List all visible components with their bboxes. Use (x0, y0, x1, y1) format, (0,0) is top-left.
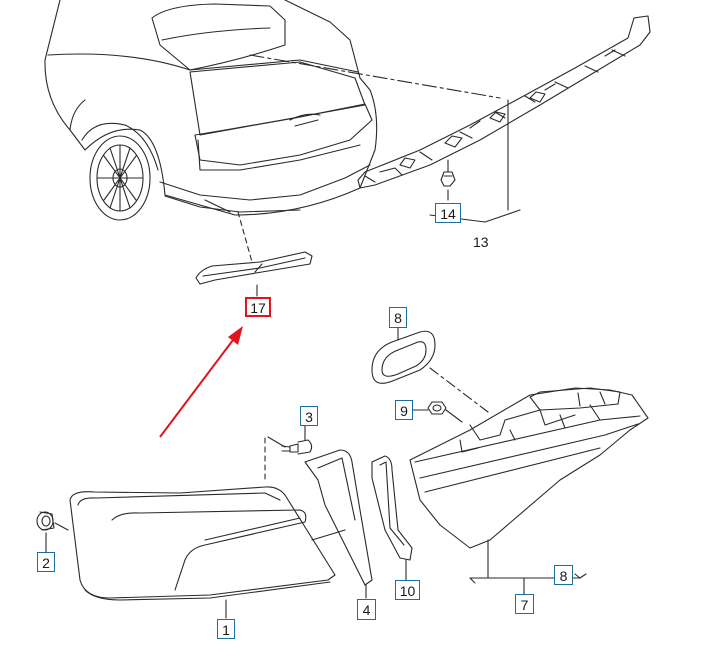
callout-8-bottom: 8 (554, 565, 573, 585)
callout-2: 2 (37, 552, 55, 572)
screw-part-3 (281, 439, 313, 455)
callout-14: 14 (435, 203, 461, 223)
car-illustration (44, 0, 378, 221)
seal-part-10 (371, 455, 413, 561)
callout-4: 4 (357, 599, 376, 620)
callout-10: 10 (395, 580, 420, 600)
clip-part-14 (440, 159, 456, 187)
callout-9: 9 (395, 400, 413, 420)
nut-part-9 (427, 401, 463, 423)
trim-strip-part-17 (195, 251, 313, 285)
callout-8-top: 8 (389, 307, 407, 328)
callout-1: 1 (217, 619, 235, 639)
callout-17: 17 (245, 297, 271, 317)
highlight-arrow (159, 326, 243, 438)
seal-part-4 (304, 449, 373, 586)
callout-3: 3 (300, 406, 318, 426)
callout-13: 13 (473, 234, 489, 250)
gasket-part-8 (371, 330, 436, 384)
tail-lamp-part-7 (409, 387, 649, 549)
callout-7: 7 (515, 594, 534, 614)
nut-part-2 (36, 511, 55, 531)
bracket-part-13 (357, 15, 651, 189)
tail-lamp-part-1 (69, 486, 336, 601)
